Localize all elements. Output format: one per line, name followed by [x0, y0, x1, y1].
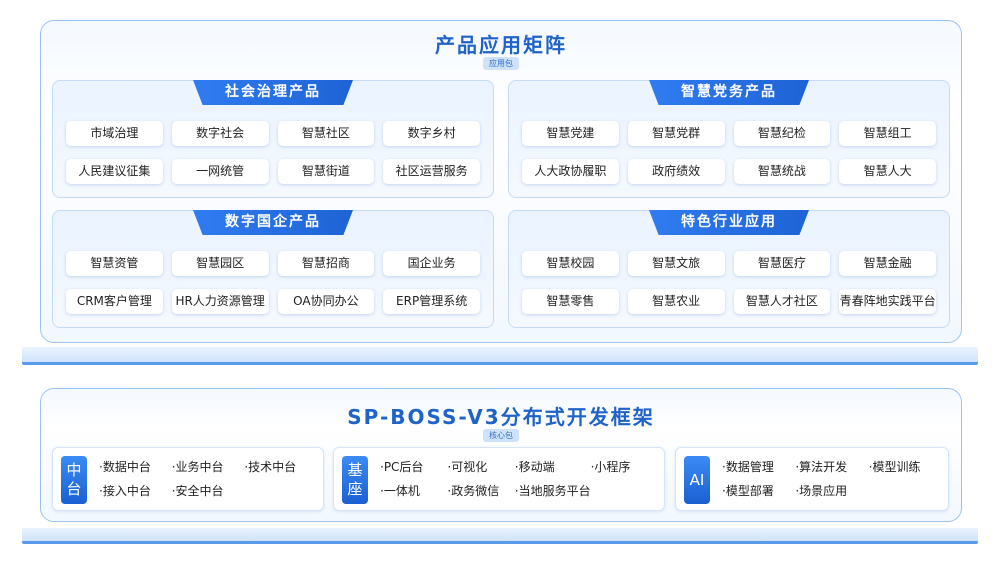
- product-chip[interactable]: 人大政协履职: [522, 159, 619, 184]
- framework-section: SP-BOSS-V3分布式开发框架 核心包 中台 ·数据中台 ·业务中台 ·技术中台 ·…: [40, 388, 962, 522]
- product-chip[interactable]: 智慧零售: [522, 289, 619, 314]
- product-chip[interactable]: 一网统管: [171, 159, 269, 184]
- card-label: 基: [347, 461, 363, 479]
- card-label-icon: 中台: [61, 456, 87, 504]
- product-chip[interactable]: HR人力资源管理: [171, 289, 269, 314]
- card-label-icon: 基座: [342, 456, 368, 504]
- framework-item: ·模型训练: [868, 460, 921, 474]
- product-panel: 数字国企产品智慧资管智慧园区智慧招商国企业务 CRM客户管理 HR人力资源管理 OA协…: [52, 210, 494, 328]
- product-chip[interactable]: 智慧校园: [522, 251, 619, 276]
- product-chip[interactable]: 政府绩效: [627, 159, 725, 184]
- product-chip[interactable]: 社区运营服务: [383, 159, 480, 184]
- framework-item: ·算法开发: [795, 460, 848, 474]
- product-matrix-section: 产品应用矩阵 应用包 社会治理产品市域治理数字社会智慧社区数字乡村人民建议征集一…: [40, 20, 962, 343]
- framework-item: ·可视化: [447, 460, 488, 474]
- product-chip[interactable]: 智慧医疗: [733, 251, 831, 276]
- product-chip[interactable]: 智慧招商: [277, 251, 375, 276]
- product-chip[interactable]: 智慧人大: [839, 159, 936, 184]
- panel-title: 特色行业应用: [649, 210, 809, 235]
- platform-base: [22, 347, 978, 365]
- framework-item: ·数据管理: [722, 460, 774, 474]
- product-chip[interactable]: 智慧统战: [733, 159, 831, 184]
- card-label: 台: [66, 480, 82, 498]
- framework-item: ·一体机: [380, 484, 420, 498]
- product-panel: 智慧党务产品智慧党建智慧党群智慧纪检智慧组工人大政协履职政府绩效智慧统战智慧人大: [508, 80, 950, 198]
- framework-item: ·PC后台: [380, 460, 424, 474]
- product-chip[interactable]: CRM客户管理: [66, 289, 163, 314]
- product-chip[interactable]: 智慧纪检: [733, 121, 831, 146]
- product-chip[interactable]: 智慧街道: [277, 159, 375, 184]
- panel-title: 数字国企产品: [193, 210, 353, 235]
- product-chip[interactable]: 智慧党群: [627, 121, 725, 146]
- product-chip[interactable]: 市域治理: [66, 121, 163, 146]
- panel-title: 智慧党务产品: [649, 80, 809, 105]
- card-label: 座: [347, 480, 363, 498]
- framework-item: ·接入中台: [99, 484, 151, 498]
- section-title: SP-BOSS-V3分布式开发框架: [347, 405, 655, 429]
- product-chip[interactable]: 数字社会: [171, 121, 269, 146]
- product-chip[interactable]: 智慧园区: [171, 251, 269, 276]
- product-chip[interactable]: 智慧金融: [839, 251, 936, 276]
- product-chip[interactable]: 智慧组工: [839, 121, 936, 146]
- section-badge: 核心包: [483, 429, 519, 442]
- product-chip[interactable]: 国企业务: [383, 251, 480, 276]
- platform-base: [22, 528, 978, 544]
- framework-item: ·模型部署: [722, 484, 774, 498]
- product-chip[interactable]: OA协同办公: [277, 289, 375, 314]
- framework-item: ·技术中台: [244, 460, 297, 474]
- product-chip[interactable]: 智慧资管: [66, 251, 163, 276]
- section-badge: 应用包: [483, 57, 519, 70]
- framework-card: 中台 ·数据中台 ·业务中台 ·技术中台 ·接入中台 ·安全中台: [52, 447, 324, 511]
- product-panel: 特色行业应用智慧校园智慧文旅智慧医疗智慧金融智慧零售智慧农业智慧人才社区青春阵地…: [508, 210, 950, 328]
- product-chip[interactable]: 智慧社区: [277, 121, 375, 146]
- card-label-icon: AI: [684, 456, 710, 504]
- product-chip[interactable]: 智慧人才社区: [733, 289, 831, 314]
- framework-card: AI ·数据管理 ·算法开发 ·模型训练 ·模型部署 ·场景应用: [675, 447, 949, 511]
- product-chip[interactable]: 智慧文旅: [627, 251, 725, 276]
- product-chip[interactable]: 人民建议征集: [66, 159, 163, 184]
- product-panel: 社会治理产品市域治理数字社会智慧社区数字乡村人民建议征集一网统管智慧街道社区运营…: [52, 80, 494, 198]
- framework-item: ·小程序: [590, 460, 631, 474]
- framework-item: ·当地服务平台: [514, 484, 591, 498]
- panel-title: 社会治理产品: [193, 80, 353, 105]
- framework-item: ·场景应用: [795, 484, 848, 498]
- card-label: 中: [66, 461, 82, 479]
- framework-item: ·数据中台: [99, 460, 151, 474]
- framework-item: ·业务中台: [171, 460, 224, 474]
- product-chip[interactable]: 青春阵地实践平台: [839, 289, 936, 314]
- framework-card: 基座 ·PC后台 ·可视化 ·移动端 ·小程序 ·一体机 ·政务微信 ·当地服务平台: [333, 447, 665, 511]
- product-chip[interactable]: 智慧农业: [627, 289, 725, 314]
- product-chip[interactable]: 智慧党建: [522, 121, 619, 146]
- framework-item: ·政务微信: [447, 484, 500, 498]
- section-title: 产品应用矩阵: [435, 33, 567, 57]
- product-chip[interactable]: ERP管理系统: [383, 289, 480, 314]
- framework-item: ·移动端: [514, 460, 555, 474]
- card-label: AI: [689, 470, 705, 489]
- product-chip[interactable]: 数字乡村: [383, 121, 480, 146]
- framework-item: ·安全中台: [171, 484, 224, 498]
